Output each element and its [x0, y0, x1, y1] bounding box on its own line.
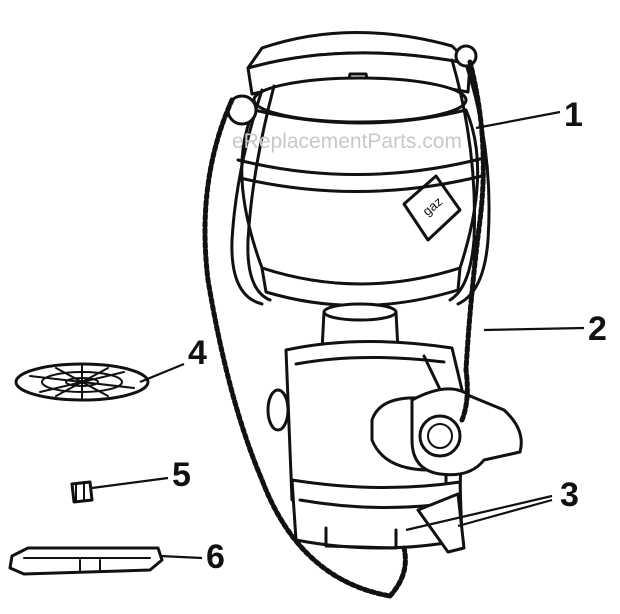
leader-6	[159, 554, 203, 560]
callout-2: 2	[588, 310, 607, 348]
callout-4: 4	[188, 334, 207, 372]
chain	[202, 59, 486, 599]
leader-1	[475, 110, 561, 130]
callout-3: 3	[560, 476, 579, 514]
leader-3b	[457, 498, 553, 528]
callout-6: 6	[206, 538, 225, 576]
lantern-globe: gaz	[236, 31, 486, 308]
leader-5	[91, 476, 169, 490]
control-knob	[370, 387, 523, 477]
watermark-text: eReplacementParts.com	[232, 130, 462, 153]
leader-4	[139, 362, 185, 384]
callout-1: 1	[564, 96, 583, 134]
callout-5: 5	[172, 456, 191, 494]
callout-labels: 1 2 3 4 5 6	[172, 96, 607, 576]
part-6-wrench	[8, 546, 164, 576]
part-4-mantle-disc	[14, 362, 150, 402]
leader-3a	[405, 494, 553, 532]
leader-lines	[91, 110, 585, 560]
part-5-fitting	[70, 480, 94, 504]
leader-2	[483, 326, 585, 332]
